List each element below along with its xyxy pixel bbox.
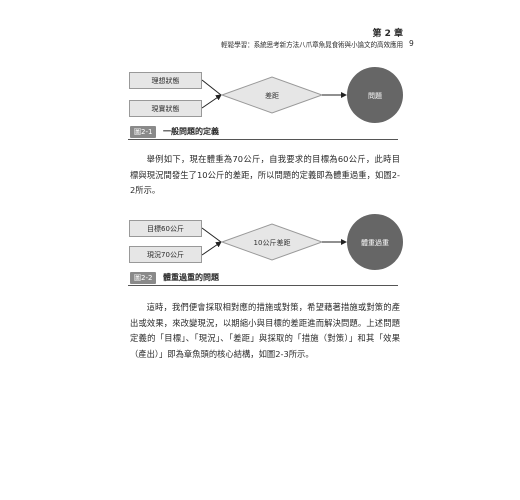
actual-state-box: 現實狀態: [129, 100, 202, 117]
gap-label: 差距: [265, 92, 279, 100]
figure-caption-tag: 圖2-2: [130, 272, 157, 284]
chapter-label: 第 2 章: [372, 29, 403, 39]
paragraph-1: 舉例如下，現在體重為70公斤，自我要求的目標為60公斤，此時目標與現況間發生了1…: [130, 152, 400, 199]
caption-rule: [128, 139, 398, 140]
caption-rule: [128, 285, 398, 286]
figure-2-2-connectors: [201, 214, 403, 270]
connector-line: [201, 94, 222, 109]
connector-line: [201, 227, 222, 243]
running-header-title: 輕鬆學習：系統思考新方法八爪章魚晁食術與小論文的高效應用: [221, 41, 403, 49]
figure-2-1-connectors: [201, 67, 403, 123]
ideal-state-box: 理想狀態: [129, 72, 202, 89]
overweight-circle: [347, 214, 403, 270]
target-weight-box: 目標60公斤: [129, 220, 202, 237]
paragraph-text: 舉例如下，現在體重為70公斤，自我要求的目標為60公斤，此時目標與現況間發生了1…: [130, 154, 400, 195]
gap-label: 10公斤差距: [253, 239, 291, 247]
figure-caption-text: 體重過重的問題: [163, 273, 219, 282]
figure-caption-text: 一般問題的定義: [163, 127, 219, 136]
figure-caption-tag: 圖2-1: [130, 126, 157, 138]
problem-label: 問題: [368, 92, 382, 100]
connector-line: [201, 79, 222, 96]
overweight-label: 體重過重: [361, 239, 389, 247]
problem-circle: [347, 67, 403, 123]
current-weight-box: 現況70公斤: [129, 246, 202, 263]
paragraph-2: 這時，我們便會採取相對應的措施或對策，希望藉著措施或對策的產出或效果，來改變現況…: [130, 300, 400, 362]
connector-line: [201, 241, 222, 256]
page-number: 9: [409, 39, 414, 48]
paragraph-text: 這時，我們便會採取相對應的措施或對策，希望藉著措施或對策的產出或效果，來改變現況…: [130, 302, 400, 359]
